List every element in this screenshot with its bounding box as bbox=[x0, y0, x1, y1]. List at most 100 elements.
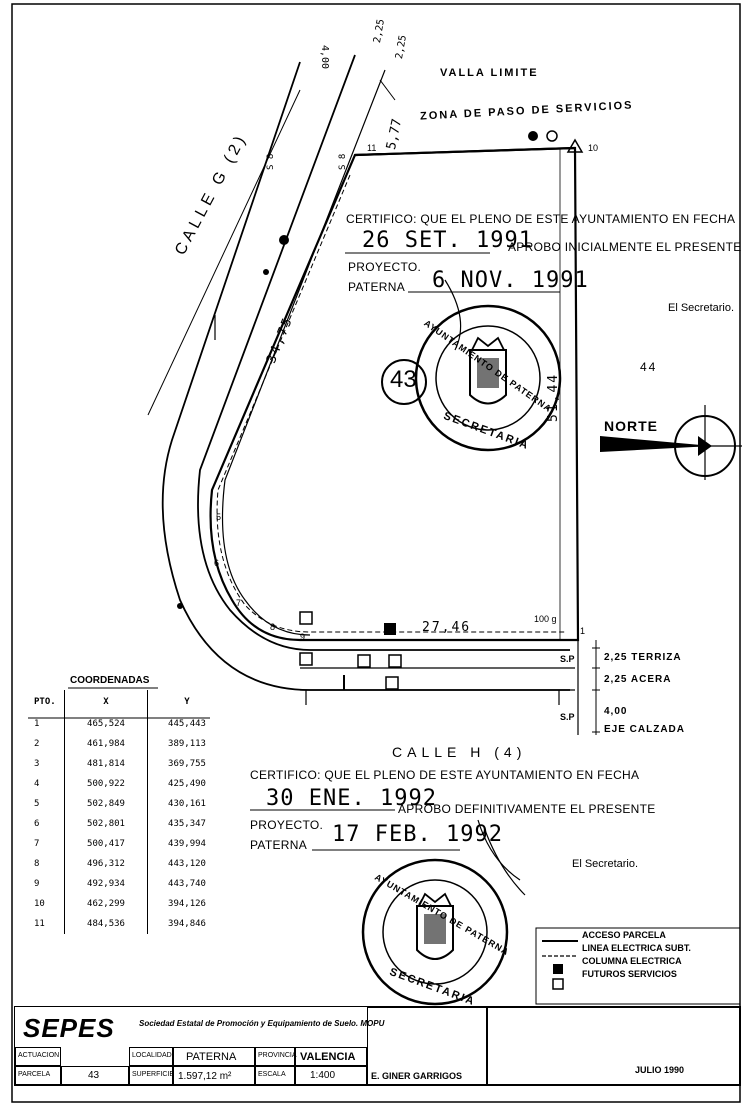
provincia-label: PROVINCIA bbox=[258, 1052, 297, 1059]
coord-y-cell: 443,120 bbox=[168, 859, 206, 869]
provincia-value: VALENCIA bbox=[300, 1051, 356, 1063]
stamp1-certifico: CERTIFICO: QUE EL PLENO DE ESTE AYUNTAMI… bbox=[346, 212, 736, 226]
localidad-value: PATERNA bbox=[186, 1051, 237, 1063]
calle-g-inner-edge bbox=[221, 69, 386, 636]
parcela-label: PARCELA bbox=[18, 1071, 51, 1078]
drawing-date: JULIO 1990 bbox=[635, 1065, 685, 1075]
electric-column-symbol-4 bbox=[357, 654, 371, 668]
s8-label-a: S 8 bbox=[266, 153, 276, 170]
stamp2-certifico: CERTIFICO: QUE EL PLENO DE ESTE AYUNTAMI… bbox=[250, 768, 640, 782]
coord-point-cell: 10 bbox=[28, 894, 65, 914]
stamp2-proyecto: PROYECTO. bbox=[250, 818, 324, 832]
coord-point-cell: 9 bbox=[28, 874, 65, 894]
superficie-label-cell: SUPERFICIE bbox=[129, 1066, 174, 1085]
localidad-label: LOCALIDAD bbox=[132, 1052, 172, 1059]
municipal-seal-2 bbox=[361, 819, 526, 1006]
sp-label-1: S.P bbox=[560, 654, 575, 664]
coord-point-cell: 3 bbox=[28, 754, 65, 774]
point-11-label: 11 bbox=[367, 143, 377, 153]
coord-point-cell: 5 bbox=[28, 794, 65, 814]
future-services-symbol-1 bbox=[388, 654, 402, 668]
sp-label-2: S.P bbox=[560, 712, 575, 722]
superficie-value: 1.597,12 m² bbox=[178, 1071, 232, 1082]
parcela-value-cell: 43 bbox=[61, 1066, 129, 1085]
coord-point-cell: 1 bbox=[28, 714, 65, 734]
parcela-value: 43 bbox=[88, 1070, 100, 1081]
point-5-label: 5 bbox=[216, 512, 222, 522]
coord-x-cell: 500,922 bbox=[64, 774, 148, 794]
neighbor-parcel-number: 44 bbox=[640, 360, 658, 374]
escala-label: ESCALA bbox=[258, 1071, 286, 1078]
sepes-logo-text: SEPES bbox=[23, 1013, 115, 1043]
coord-point-cell: 7 bbox=[28, 834, 65, 854]
legend-item-column: COLUMNA ELECTRICA bbox=[582, 956, 682, 966]
symbols-cell bbox=[367, 1007, 487, 1085]
stamp2-date-1: 30 ENE. 1992 bbox=[266, 786, 437, 811]
utility-dot-1 bbox=[528, 131, 538, 141]
title-block: SEPES Sociedad Estatal de Promoción y Eq… bbox=[14, 1006, 741, 1086]
utility-dot-5 bbox=[177, 603, 183, 609]
stamp1-paterna: PATERNA bbox=[348, 280, 405, 294]
coord-x-cell: 484,536 bbox=[64, 914, 148, 934]
eje-calzada-label: EJE CALZADA bbox=[604, 724, 686, 735]
survey-point-10-marker bbox=[566, 138, 584, 153]
dim-2746: 27,46 bbox=[422, 620, 472, 635]
legend-frame bbox=[535, 927, 741, 1005]
escala-value: 1:400 bbox=[310, 1070, 336, 1081]
coord-x-cell: 465,524 bbox=[64, 714, 148, 734]
stamp1-proyecto: PROYECTO. bbox=[348, 260, 422, 274]
norte-label: NORTE bbox=[604, 418, 658, 434]
calle-g-mid-edge bbox=[197, 54, 570, 651]
municipal-seal-1 bbox=[414, 279, 562, 452]
electric-column-symbol-1 bbox=[299, 611, 313, 625]
valla-limite-label: VALLA LIMITE bbox=[440, 67, 539, 79]
acera-label: 2,25 ACERA bbox=[604, 674, 672, 685]
actuacion-label: ACTUACION bbox=[18, 1052, 60, 1059]
valla-leader bbox=[379, 79, 396, 101]
page-frame bbox=[11, 3, 741, 1103]
dim-400: 4,00 bbox=[319, 45, 330, 70]
stamp1-date-2: 6 NOV. 1991 bbox=[432, 268, 589, 293]
coordinates-title: COORDENADAS bbox=[70, 675, 150, 686]
dim-5144: 51,44 bbox=[546, 372, 561, 422]
col-header-x: X bbox=[64, 690, 148, 714]
escala-label-cell: ESCALA bbox=[255, 1066, 295, 1085]
legend-item-access: ACCESO PARCELA bbox=[582, 930, 666, 940]
legend: ACCESO PARCELA LINEA ELECTRICA SUBT. COL… bbox=[540, 930, 740, 982]
coord-point-cell: 4 bbox=[28, 774, 65, 794]
north-arrow-icon bbox=[600, 405, 742, 480]
future-services-symbol-2 bbox=[385, 676, 399, 690]
revision-cells bbox=[487, 1007, 740, 1085]
col-header-pto: PTO. bbox=[28, 690, 65, 714]
point-6-label: 6 bbox=[214, 558, 220, 568]
electric-column-symbol-2 bbox=[384, 623, 396, 635]
parcela-label-cell: PARCELA bbox=[15, 1066, 61, 1085]
coord-x-cell: 502,849 bbox=[64, 794, 148, 814]
superficie-value-cell: 1.597,12 m² bbox=[173, 1066, 255, 1085]
coord-y-cell: 443,740 bbox=[168, 879, 206, 889]
point-9-label: 9 bbox=[300, 632, 306, 642]
stamp2-date-2: 17 FEB. 1992 bbox=[332, 822, 503, 847]
terriza-label: 2,25 TERRIZA bbox=[604, 652, 682, 663]
calle-g-outer-edge bbox=[161, 61, 570, 691]
provincia-value-cell: VALENCIA bbox=[295, 1047, 367, 1066]
coord-x-cell: 481,814 bbox=[64, 754, 148, 774]
coord-point-cell: 8 bbox=[28, 854, 65, 874]
parcel-number: 43 bbox=[390, 366, 417, 393]
secretario-2-label: El Secretario. bbox=[572, 858, 639, 870]
coord-y-cell: 394,126 bbox=[168, 899, 206, 909]
provincia-label-cell: PROVINCIA bbox=[255, 1047, 297, 1066]
actuacion-label-cell: ACTUACION bbox=[15, 1047, 61, 1066]
stamp2-aprobo: APROBO DEFINITIVAMENTE EL PRESENTE bbox=[398, 802, 656, 816]
secretario-1-label: El Secretario. bbox=[668, 302, 735, 314]
